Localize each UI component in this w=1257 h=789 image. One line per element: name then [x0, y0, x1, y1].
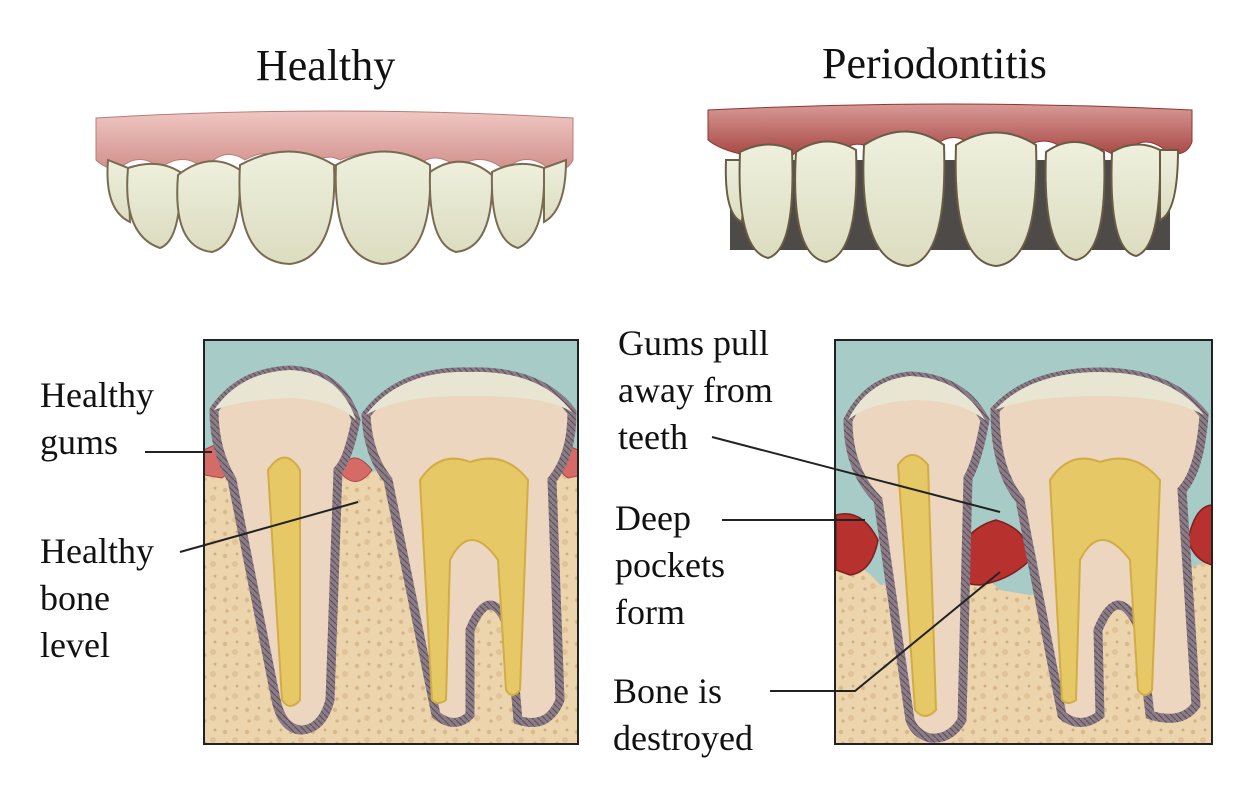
healthy-title: Healthy — [256, 41, 396, 90]
leader-gums-pull-away — [711, 436, 1001, 513]
healthy-teeth-front-view — [95, 110, 574, 266]
periodontitis-title: Periodontitis — [822, 39, 1047, 88]
leader-bone-destroyed — [770, 571, 1001, 692]
periodontitis-teeth-front-view — [707, 103, 1193, 268]
label-deep-pockets: Deep pockets form — [615, 498, 725, 632]
healthy-cross-section — [203, 339, 579, 745]
label-bone-destroyed: Bone is destroyed — [613, 671, 753, 758]
leader-healthy-bone — [179, 501, 359, 553]
periodontitis-cross-section — [834, 339, 1213, 745]
label-gums-pull-away: Gums pull away from teeth — [618, 323, 773, 457]
label-healthy-gums: Healthy gums — [40, 375, 154, 462]
label-healthy-bone-level: Healthy bone level — [40, 531, 154, 665]
leader-lines — [145, 436, 1001, 692]
